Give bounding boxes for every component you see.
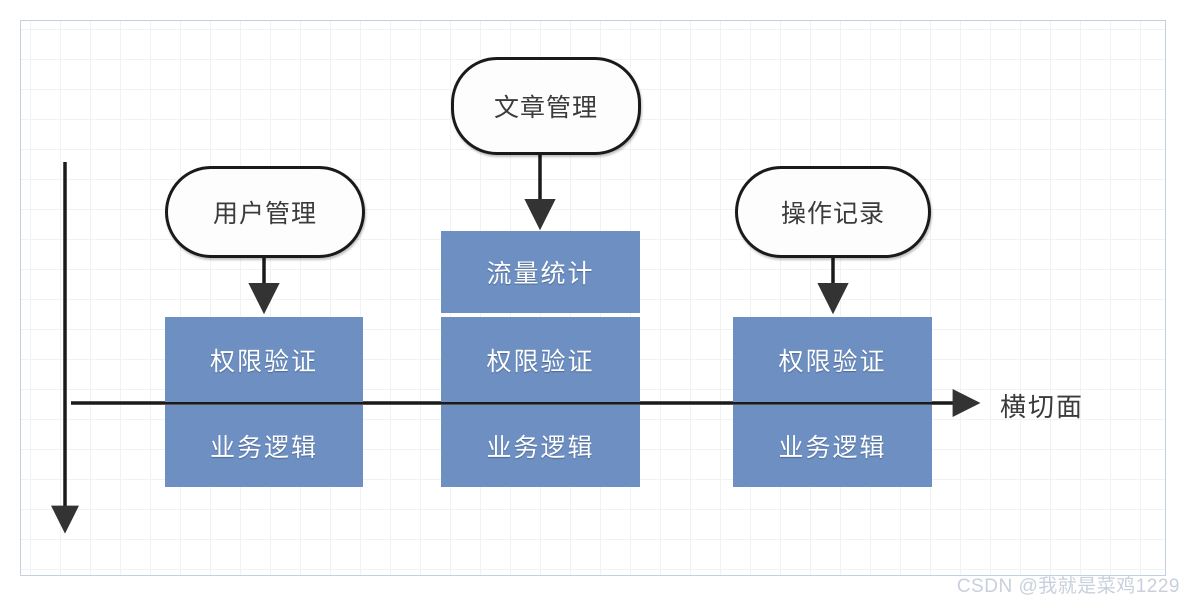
layer-box-label: 权限验证 (778, 347, 887, 376)
layer-box-label: 业务逻辑 (778, 434, 887, 462)
layer-box-auth-right[interactable]: 权限验证 (733, 317, 932, 402)
layer-box-label: 权限验证 (209, 347, 318, 376)
layer-box-label: 权限验证 (486, 347, 595, 376)
layer-box-label: 业务逻辑 (209, 434, 318, 462)
layer-box-business-mid[interactable]: 业务逻辑 (441, 405, 640, 487)
module-node-label: 文章管理 (493, 94, 598, 122)
cross-section-label: 横切面 (1000, 392, 1085, 422)
layer-box-label: 流量统计 (486, 260, 595, 288)
layer-box-auth-left[interactable]: 权限验证 (165, 317, 363, 402)
module-node-label: 操作记录 (780, 200, 885, 228)
csdn-watermark: CSDN @我就是菜鸡1229 (956, 576, 1180, 597)
module-node-user-management[interactable]: 用户管理 (165, 166, 365, 258)
layer-box-business-left[interactable]: 业务逻辑 (165, 405, 363, 487)
layer-box-business-right[interactable]: 业务逻辑 (733, 405, 932, 487)
layer-box-traffic-mid[interactable]: 流量统计 (441, 231, 640, 313)
module-node-label: 用户管理 (212, 200, 317, 228)
module-node-operation-log[interactable]: 操作记录 (735, 166, 931, 258)
layer-box-label: 业务逻辑 (486, 434, 595, 462)
module-node-article-management[interactable]: 文章管理 (451, 57, 641, 155)
layer-box-auth-mid[interactable]: 权限验证 (441, 317, 640, 402)
